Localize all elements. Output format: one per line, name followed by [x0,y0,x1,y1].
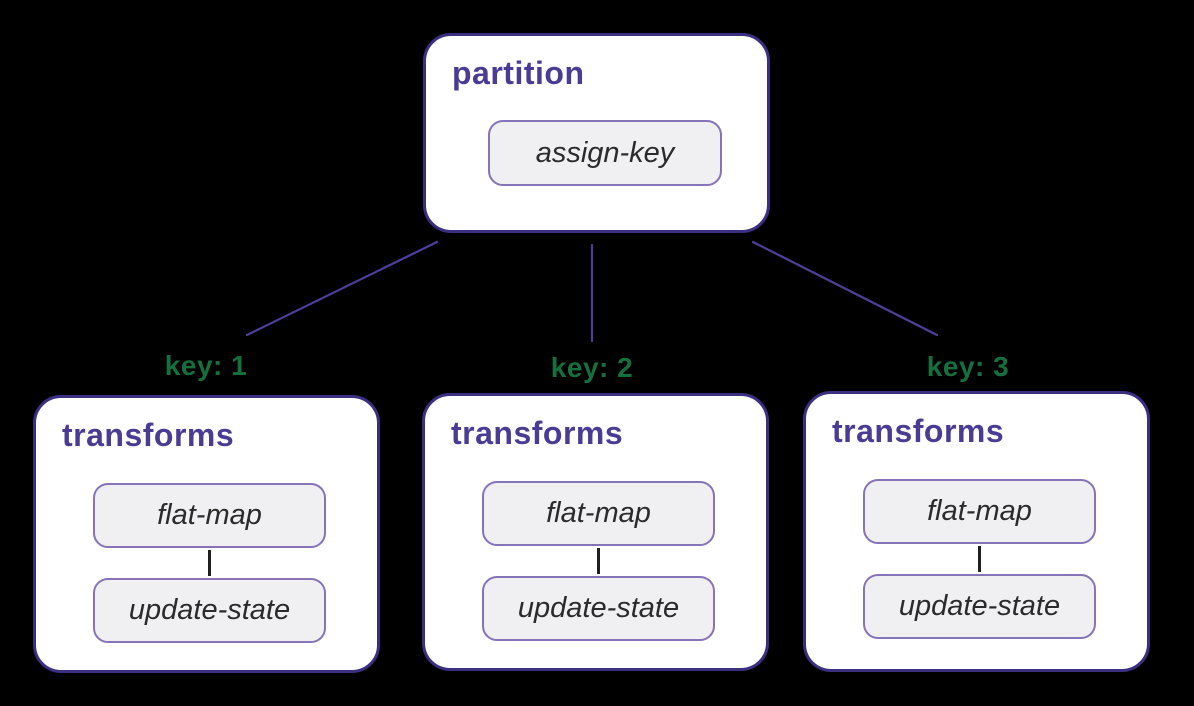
ops-connector-2 [597,548,600,574]
partition-title: partition [452,55,585,91]
transforms-title-3: transforms [832,413,1005,449]
update-state-label-1: update-state [128,594,291,626]
partition-node: partition assign-key [423,33,770,233]
key-label-1: key: 1 [164,350,248,381]
flat-map-box-3: flat-map [863,479,1096,544]
edge-partition-to-key-3 [751,240,939,337]
update-state-box-1: update-state [93,578,326,643]
flat-map-label-1: flat-map [157,499,262,531]
ops-connector-1 [208,550,211,576]
flat-map-box-2: flat-map [482,481,715,546]
flat-map-label-2: flat-map [546,497,651,529]
assign-key-label: assign-key [535,136,675,169]
update-state-box-2: update-state [482,576,715,641]
transforms-title-1: transforms [62,417,235,453]
ops-connector-3 [978,546,981,572]
update-state-label-3: update-state [898,590,1061,622]
update-state-box-3: update-state [863,574,1096,639]
transforms-title-2: transforms [451,415,624,451]
assign-key-box: assign-key [488,120,722,186]
flat-map-label-3: flat-map [927,495,1032,527]
transforms-node-3: transforms flat-map update-state [803,391,1150,672]
key-label-3: key: 3 [926,351,1010,382]
key-label-2: key: 2 [550,352,634,383]
update-state-label-2: update-state [517,592,680,624]
transforms-node-2: transforms flat-map update-state [422,393,769,671]
transforms-node-1: transforms flat-map update-state [33,395,380,673]
flat-map-box-1: flat-map [93,483,326,548]
edge-partition-to-key-1 [245,240,439,337]
